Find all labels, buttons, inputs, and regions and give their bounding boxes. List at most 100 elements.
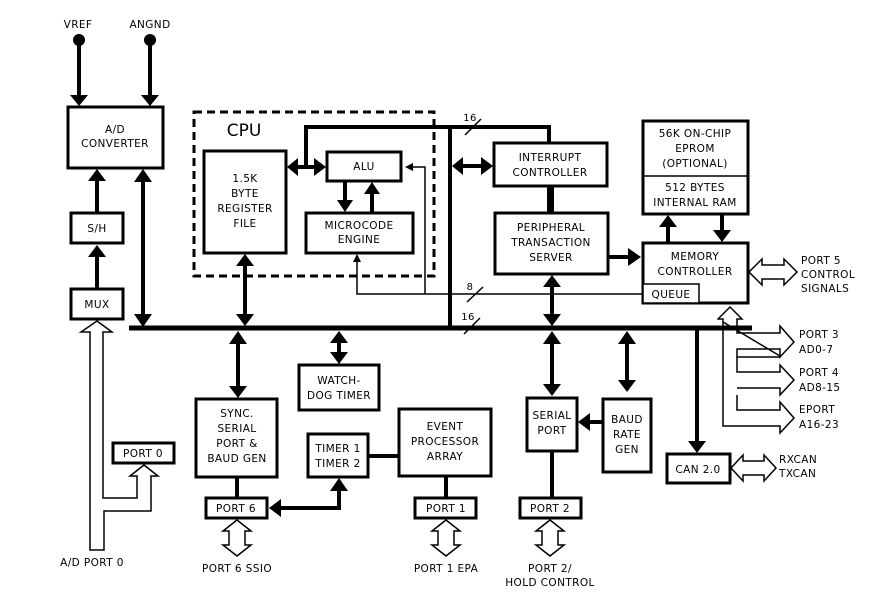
ssp-label-2: SERIAL	[217, 423, 256, 435]
epa-label-1: EVENT	[427, 421, 464, 433]
watchdog-bus-arrowhead-down	[330, 352, 348, 364]
trunk-interrupt-arrowhead-left	[452, 157, 463, 175]
port6-timers-line	[280, 491, 341, 510]
regfile-alu-arrowhead-right	[314, 158, 326, 176]
mux-to-sh-arrowhead	[88, 245, 106, 257]
queue-label: QUEUE	[652, 289, 691, 301]
serial-port-label-2: PORT	[537, 425, 566, 437]
cpu-region	[192, 110, 436, 278]
register-file-label-1: 1.5K	[232, 173, 258, 185]
regfile-bus-arrowhead-up	[236, 254, 254, 266]
regfile-alu-arrowhead-left	[287, 158, 298, 176]
ssp-label-3: PORT &	[216, 438, 257, 450]
eprom-label-2: EPROM	[675, 143, 715, 155]
can-signals-label-2: TXCAN	[778, 468, 816, 480]
timers-label-1: TIMER 1	[314, 443, 360, 455]
trunk-interrupt-arrowhead-right	[481, 157, 493, 175]
ram-label-1: 512 BYTES	[665, 182, 725, 194]
bus-to-can-arrowhead	[688, 441, 706, 453]
memory-controller-label-2: CONTROLLER	[657, 266, 732, 278]
port2-block	[518, 496, 583, 520]
microcode-to-alu-arrowhead	[364, 182, 380, 194]
port4-label-1: PORT 4	[799, 367, 839, 379]
adc-bus-arrowhead-up	[134, 169, 152, 182]
port2-hold-label-2: HOLD CONTROL	[505, 577, 595, 589]
mux-block	[69, 287, 125, 321]
baud-rate-gen-label-1: BAUD	[611, 414, 643, 426]
serial-bus-arrowhead-down	[543, 384, 561, 396]
queue-to-alu-arrowhead	[405, 163, 413, 171]
ad-converter-block	[66, 105, 165, 170]
port6-block	[204, 496, 269, 520]
register-file-block	[202, 149, 288, 255]
register-file-label-3: REGISTER	[217, 203, 272, 215]
serial-port-label-1: SERIAL	[532, 410, 571, 422]
port1-arrow	[429, 519, 463, 557]
sync-serial-port-block	[194, 397, 279, 479]
eprom-label-3: (OPTIONAL)	[662, 158, 727, 170]
port5-label-1: PORT 5	[801, 255, 841, 267]
port2-arrow	[533, 519, 567, 557]
interrupt-controller-block	[492, 141, 609, 188]
memory-controller-label-1: MEMORY	[671, 251, 720, 263]
serial-bus-arrowhead-up	[543, 331, 561, 344]
port5-label-2: CONTROL	[801, 269, 855, 281]
port4-arrow	[736, 357, 796, 397]
pts-label-2: TRANSACTION	[510, 237, 591, 249]
queue-bus-width-slash	[466, 286, 484, 303]
upper-bus-width-label: 16	[463, 113, 477, 124]
ram-label-2: INTERNAL RAM	[653, 197, 736, 209]
upper-bus-to-memctl-arrowhead	[628, 248, 641, 266]
can-signals-label-1: RXCAN	[779, 454, 817, 466]
eport-arrow	[718, 318, 796, 435]
port0-block	[111, 441, 176, 465]
main-bus-width-label: 16	[461, 312, 475, 323]
upper-bus-width-slash	[464, 118, 482, 136]
port4-label-2: AD8-15	[799, 382, 841, 394]
baud-rate-gen-label-2: RATE	[613, 429, 641, 441]
can-block	[665, 452, 732, 485]
port6-to-timers-arrowhead	[330, 478, 348, 491]
register-file-label-2: BYTE	[231, 188, 259, 200]
queue-to-alu-line	[413, 166, 426, 294]
baud-to-serial-arrowhead	[578, 413, 590, 431]
pts-label-1: PERIPHERAL	[517, 222, 585, 234]
port1-epa-label: PORT 1 EPA	[414, 563, 479, 575]
watchdog-bus-arrowhead-up	[330, 331, 348, 343]
angnd-arrowhead	[141, 95, 159, 106]
regfile-bus-arrowhead-down	[236, 314, 254, 326]
sh-to-adc-arrowhead	[88, 169, 106, 181]
ad-port0-label: A/D PORT 0	[60, 557, 124, 569]
memory-block	[641, 119, 750, 216]
port6-arrow	[220, 519, 254, 557]
port3-label-2: AD0-7	[799, 344, 833, 356]
ad-converter-label-2: CONVERTER	[81, 138, 149, 150]
mux-label: MUX	[84, 299, 109, 311]
register-file-label-4: FILE	[233, 218, 256, 230]
memctl-to-eprom-arrowhead	[659, 215, 677, 227]
watchdog-block	[297, 363, 381, 412]
sample-hold-label: S/H	[87, 223, 106, 235]
ssp-label-1: SYNC.	[220, 408, 254, 420]
baud-rate-gen-block	[601, 397, 653, 474]
epa-label-2: PROCESSOR	[411, 436, 479, 448]
queue-bus-8	[356, 262, 643, 295]
watchdog-label-1: WATCH-	[317, 375, 360, 387]
ad-port0-arrow	[78, 320, 161, 551]
ssp-label-4: BAUD GEN	[207, 453, 266, 465]
pts-label-3: SERVER	[529, 252, 573, 264]
alu-label: ALU	[353, 161, 374, 173]
eport-label-1: EPORT	[799, 404, 835, 416]
can-label: CAN 2.0	[675, 464, 720, 476]
bus-to-can-line	[600, 326, 699, 442]
ram-to-memctl-arrowhead	[713, 230, 731, 242]
main-bus-width-slash	[463, 317, 481, 335]
baud-bus-arrowhead-up	[618, 331, 636, 344]
pts-block	[493, 211, 610, 276]
port5-arrow	[747, 257, 799, 287]
port5-label-3: SIGNALS	[801, 283, 849, 295]
port1-label: PORT 1	[426, 503, 466, 515]
queue-block	[642, 283, 700, 304]
ad-converter-label-1: A/D	[105, 124, 125, 136]
microcode-engine-label-2: ENGINE	[338, 234, 381, 246]
